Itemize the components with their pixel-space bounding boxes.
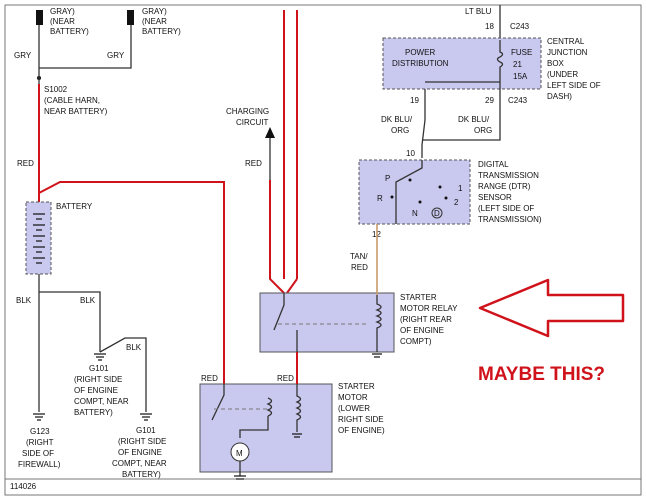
ground-g101-b-icon: [140, 413, 152, 421]
wire-gry-right: [39, 25, 132, 69]
wire-dk-blu-left: [421, 89, 426, 158]
blk-3-label: BLK: [126, 343, 142, 352]
wire-blk-g101-b: [99, 337, 147, 412]
junction-box-label: CENTRAL JUNCTION BOX (UNDER LEFT SIDE OF…: [547, 37, 603, 101]
splice-label: S1002 (CABLE HARN, NEAR BATTERY): [44, 85, 108, 116]
dtr-sensor: [358, 159, 471, 225]
connector-right-label: GRAY) (NEAR BATTERY): [142, 7, 181, 36]
tan-red-label: TAN/ RED: [350, 252, 370, 272]
dtr-n: N: [412, 209, 418, 218]
dtr-label: DIGITAL TRANSMISSION RANGE (DTR) SENSOR …: [478, 160, 542, 224]
motor-hold-coil-icon: [295, 384, 302, 432]
fuse-label: FUSE 21 15A: [511, 48, 535, 81]
wire-blk-g101-a: [39, 291, 101, 352]
ground-g123-label: G123 (RIGHT SIDE OF FIREWALL): [18, 427, 61, 469]
motor-label: STARTER MOTOR (LOWER RIGHT SIDE OF ENGIN…: [338, 382, 386, 435]
central-junction-box: [382, 37, 542, 90]
wire-dk-blu-right: [422, 89, 501, 141]
pin-18: 18: [485, 22, 494, 31]
dtr-1: 1: [458, 184, 463, 193]
dk-blu-left-label: DK BLU/ ORG: [381, 115, 414, 135]
motor-symbol: M: [236, 449, 243, 458]
starter-motor: [199, 383, 333, 473]
connector-left: [36, 10, 43, 25]
dtr-contacts-icon: [390, 178, 448, 204]
wire-red-battery-to-motor: [38, 181, 225, 384]
diagram-frame: [4, 4, 642, 496]
blk-1-label: BLK: [16, 296, 32, 305]
dtr-p: P: [385, 174, 390, 183]
connector-left-label: GRAY) (NEAR BATTERY): [50, 7, 89, 36]
ground-g101-b-label: G101 (RIGHT SIDE OF ENGINE COMPT, NEAR B…: [112, 426, 169, 479]
starter-motor-relay: [259, 292, 395, 353]
red-center-label: RED: [245, 159, 262, 168]
ground-g123-icon: [33, 413, 45, 421]
dtr-d: D: [434, 209, 440, 218]
battery-cells-icon: [33, 213, 45, 264]
ground-g101-a-icon: [94, 353, 106, 361]
ground-g101-a-label: G101 (RIGHT SIDE OF ENGINE COMPT, NEAR B…: [74, 364, 131, 417]
battery-label: BATTERY: [56, 202, 93, 211]
lt-blu-label: LT BLU: [465, 7, 492, 16]
pin-29: 29: [485, 96, 494, 105]
pin-10: 10: [406, 149, 415, 158]
dk-blu-right-label: DK BLU/ ORG: [458, 115, 492, 135]
dtr-d-circle: [431, 207, 443, 219]
power-distribution-label: POWER DISTRIBUTION: [392, 48, 449, 68]
fuse-icon: [496, 40, 504, 89]
dtr-switch-icon: [395, 160, 423, 196]
relay-label: STARTER MOTOR RELAY (RIGHT REAR OF ENGIN…: [400, 293, 460, 346]
frame-id: 114026: [10, 482, 37, 491]
gry-left-label: GRY: [14, 51, 32, 60]
relay-switch-icon: [273, 293, 285, 331]
conn-c243-bottom: C243: [508, 96, 528, 105]
dtr-2: 2: [454, 198, 459, 207]
motor-pull-coil-icon: [239, 397, 273, 438]
wire-red-center-4: [286, 278, 298, 294]
relay-coil-icon: [375, 295, 382, 352]
dtr-r: R: [377, 194, 383, 203]
charging-circuit-label: CHARGING CIRCUIT: [226, 107, 271, 127]
motor-ground-icon: [234, 433, 302, 480]
conn-c243-top: C243: [510, 22, 530, 31]
connector-right: [127, 10, 134, 25]
red-motor-right-label: RED: [277, 374, 294, 383]
annotation-arrow-icon: [478, 278, 625, 338]
red-battery-label: RED: [17, 159, 34, 168]
blk-2-label: BLK: [80, 296, 96, 305]
gry-right-label: GRY: [107, 51, 125, 60]
relay-ground-icon: [372, 353, 382, 358]
wire-red-center-3: [269, 180, 285, 294]
charging-arrow-icon: [265, 127, 275, 138]
annotation-text: MAYBE THIS?: [478, 364, 605, 385]
red-motor-left-label: RED: [201, 374, 218, 383]
pin-19: 19: [410, 96, 419, 105]
motor-switch-icon: [211, 384, 225, 421]
